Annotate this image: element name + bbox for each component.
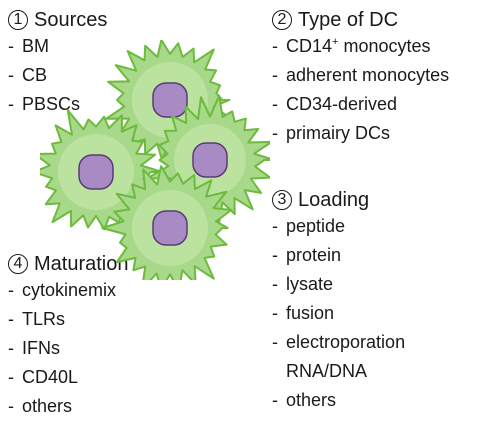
type-of-dc-number-badge: 2 — [272, 10, 292, 30]
sources-title: Sources — [34, 9, 108, 31]
loading-title: Loading — [298, 189, 370, 211]
list-item: -peptide — [272, 216, 346, 236]
list-item: -primairy DCs — [272, 123, 391, 143]
sources-heading: 1 Sources — [8, 8, 107, 32]
dendritic-cell-cluster-icon — [40, 40, 270, 280]
list-item: -IFNs — [8, 338, 60, 358]
maturation-title: Maturation — [34, 253, 129, 275]
cell-nucleus — [152, 210, 188, 246]
list-item: -CD14+ monocytes — [272, 36, 431, 56]
dendritic-cell-bottom — [101, 165, 233, 280]
sources-number-badge: 1 — [8, 10, 28, 30]
list-item: -electroporation — [272, 332, 406, 352]
loading-list: -peptide -protein -lysate -fusion -elect… — [272, 212, 405, 415]
loading-heading: 3 Loading — [272, 188, 405, 212]
list-item: -protein — [272, 245, 342, 265]
list-item: -CD34-derived — [272, 94, 398, 114]
cell-nucleus — [152, 82, 188, 118]
type-of-dc-list: -CD14+ monocytes -adherent monocytes -CD… — [272, 32, 449, 148]
cell-nucleus — [78, 154, 114, 190]
list-item: -CD40L — [8, 367, 79, 387]
list-item: -CB — [8, 65, 48, 85]
list-item-continuation: RNA/DNA — [286, 361, 368, 381]
cell-nucleus — [192, 142, 228, 178]
loading-number-badge: 3 — [272, 190, 292, 210]
list-item: -adherent monocytes — [272, 65, 450, 85]
type-of-dc-heading: 2 Type of DC — [272, 8, 449, 32]
list-item: -PBSCs — [8, 94, 81, 114]
list-item: -fusion — [272, 303, 335, 323]
list-item: -lysate — [272, 274, 334, 294]
maturation-number-badge: 4 — [8, 254, 28, 274]
section-sources: 1 Sources -BM -CB -PBSCs — [8, 8, 107, 119]
list-item: -cytokinemix — [8, 280, 117, 300]
section-maturation: 4 Maturation -cytokinemix -TLRs -IFNs -C… — [8, 252, 129, 421]
maturation-heading: 4 Maturation — [8, 252, 129, 276]
section-loading: 3 Loading -peptide -protein -lysate -fus… — [272, 188, 405, 415]
maturation-list: -cytokinemix -TLRs -IFNs -CD40L -others — [8, 276, 129, 421]
list-item: -others — [8, 396, 73, 416]
list-item: -others — [272, 390, 337, 410]
list-item: -BM — [8, 36, 49, 56]
list-item: -TLRs — [8, 309, 66, 329]
sources-list: -BM -CB -PBSCs — [8, 32, 107, 119]
section-type-of-dc: 2 Type of DC -CD14+ monocytes -adherent … — [272, 8, 449, 148]
type-of-dc-title: Type of DC — [298, 9, 399, 31]
